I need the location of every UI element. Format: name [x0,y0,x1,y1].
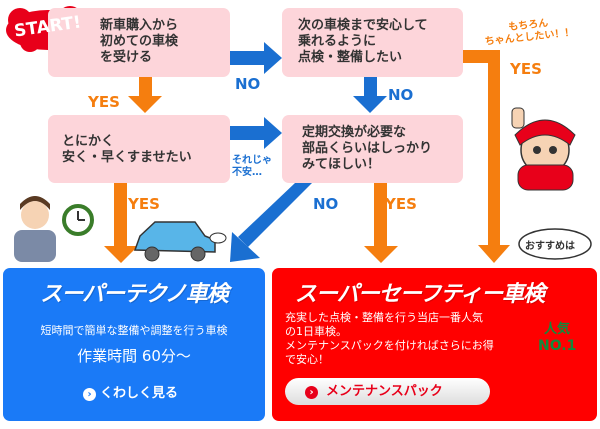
chevron-right-icon: › [83,388,96,401]
maintenance-pack-label: メンテナンスパック [326,384,443,399]
safety-title: スーパーセーフティー車検 [294,282,545,307]
clock-icon [62,204,94,236]
arrow-yes-3 [104,183,138,263]
mascot-character-icon [511,107,576,191]
yes-label: YES [510,60,542,78]
techno-details-label: くわしく見る [100,386,179,401]
no-label: NO [388,86,414,104]
maintenance-pack-button[interactable]: › メンテナンスパック [285,378,490,405]
safety-description: 充実した点検・整備を行う当店一番人気 の1日車検。 メンテナンスパックを付ければ… [285,311,494,366]
super-techno-panel: スーパーテクノ車検 短時間で簡単な整備や調整を行う車検 作業時間 60分〜 › く… [3,268,265,421]
chevron-right-icon: › [305,386,318,399]
arrow-no-diagonal [230,183,312,262]
arrow-no-2 [230,117,282,149]
techno-title: スーパーテクノ車検 [40,282,228,307]
speech-bubble-icon [518,228,592,260]
question-parts-replacement: 定期交換が必要な 部品くらいはしっかり みてほしい！ [282,115,463,183]
yes-label: YES [88,93,120,111]
no-label: NO [235,75,261,93]
techno-details-link[interactable]: › くわしく見る [83,382,178,401]
woman-illustration-icon [14,196,56,262]
question-first-inspection: 新車購入から 初めての車検 を受ける [48,8,230,77]
arrow-yes-4 [364,183,398,263]
question-cheap-fast: とにかく 安く・早くすませたい [48,115,230,183]
techno-description: 短時間で簡単な整備や調整を行う車検 [40,324,228,337]
medal-line1: 人気 [543,322,570,337]
no-label: NO [313,195,339,213]
recommend-bubble-text: おすすめは [525,241,575,252]
techno-work-time: 作業時間 60分〜 [77,347,191,365]
arrow-no-3 [353,77,387,113]
arrow-yes-1 [128,77,162,113]
yes-label: YES [128,195,160,213]
super-safety-panel: スーパーセーフティー車検 充実した点検・整備を行う当店一番人気 の1日車検。 メ… [272,268,597,421]
yes-label: YES [385,195,417,213]
arrow-no-1 [230,42,282,74]
worry-note: それじゃ 不安… [232,155,272,178]
car-icon [133,221,227,262]
medal-line2: NO.1 [538,338,577,354]
question-safe-until-next: 次の車検まで安心して 乗れるように 点検・整備したい [282,8,463,77]
arrow-yes-right [463,50,510,263]
